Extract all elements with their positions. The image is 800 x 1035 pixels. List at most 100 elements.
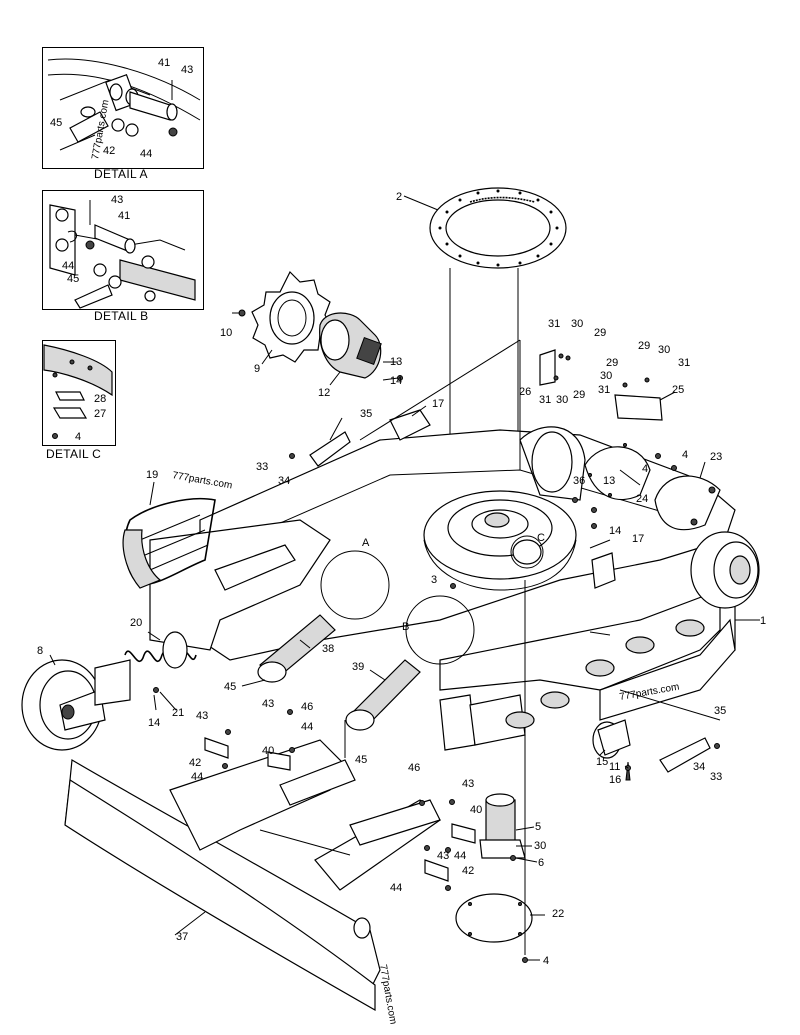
track-rollers — [505, 619, 705, 729]
callout-44b: 44 — [191, 771, 203, 783]
callout-14a: 14 — [390, 375, 402, 387]
callout-24: 24 — [636, 493, 648, 505]
callout-6: 6 — [538, 857, 544, 869]
callout-33a: 33 — [256, 461, 268, 473]
recoil-spring — [94, 631, 197, 706]
callout-a: A — [362, 537, 370, 549]
callout-labels: 2 10 9 12 13 14 35 17 33 34 19 31 30 29 … — [37, 57, 766, 967]
carrier-roller — [592, 719, 631, 781]
callout-29c: 29 — [606, 357, 618, 369]
callout-25: 25 — [672, 384, 684, 396]
callout-17b: 17 — [632, 533, 644, 545]
callout-12: 12 — [318, 387, 330, 399]
callout-42a: 42 — [189, 757, 201, 769]
callout-31c: 31 — [598, 384, 610, 396]
callout-33b: 33 — [710, 771, 722, 783]
detail-c-drawing — [43, 344, 113, 439]
detail-c-label-28: 28 — [94, 393, 106, 405]
callout-8: 8 — [37, 645, 43, 657]
callout-2: 2 — [396, 191, 402, 203]
center-hub — [423, 490, 577, 591]
callout-14c: 14 — [148, 717, 160, 729]
callout-13b: 13 — [603, 475, 615, 487]
callout-15: 15 — [596, 756, 608, 768]
callout-43c: 43 — [462, 778, 474, 790]
callout-10: 10 — [220, 327, 232, 339]
dozer-cylinder-38 — [257, 614, 336, 683]
watermark-2: 777parts.com — [171, 470, 233, 491]
callout-3: 3 — [431, 574, 437, 586]
rubber-track — [122, 497, 216, 589]
callout-44d: 44 — [390, 882, 402, 894]
callout-46a: 46 — [301, 701, 313, 713]
callout-29b: 29 — [573, 389, 585, 401]
front-idler — [21, 659, 106, 751]
detail-a-label-45: 45 — [50, 117, 62, 129]
callout-35b: 35 — [714, 705, 726, 717]
sprocket — [251, 270, 333, 363]
detail-b-caption: DETAIL B — [94, 309, 149, 323]
callout-11: 11 — [609, 761, 620, 773]
callout-23: 23 — [710, 451, 722, 463]
callout-30b: 30 — [556, 394, 568, 406]
callout-39: 39 — [352, 661, 364, 673]
detail-a-drawing — [47, 58, 201, 151]
callout-30a: 30 — [571, 318, 583, 330]
callout-17a: 17 — [432, 398, 444, 410]
callout-9: 9 — [254, 363, 260, 375]
dozer-cylinder-39 — [345, 659, 421, 731]
callout-14b: 14 — [609, 525, 621, 537]
callout-c: C — [537, 532, 545, 544]
detail-c-label-4: 4 — [75, 431, 81, 443]
detail-c-label-27: 27 — [94, 408, 106, 420]
callout-34b: 34 — [693, 761, 705, 773]
detail-b-label-45: 45 — [67, 273, 79, 285]
callout-19: 19 — [146, 469, 158, 481]
dozer-blade — [64, 739, 441, 1012]
swivel-joint — [479, 793, 526, 859]
callout-43d: 43 — [437, 850, 449, 862]
callout-22: 22 — [552, 908, 564, 920]
callout-45a: 45 — [224, 681, 236, 693]
callout-34a: 34 — [278, 475, 290, 487]
detail-a-caption: DETAIL A — [94, 167, 148, 181]
callout-35a: 35 — [360, 408, 372, 420]
callout-20: 20 — [130, 617, 142, 629]
pins — [204, 737, 476, 882]
detail-b-label-41: 41 — [118, 210, 130, 222]
under-cover — [455, 580, 533, 963]
detail-b-label-43: 43 — [111, 194, 123, 206]
callout-29d: 29 — [638, 340, 650, 352]
callout-30c: 30 — [600, 370, 612, 382]
callout-31a: 31 — [548, 318, 560, 330]
callout-40a: 40 — [262, 745, 274, 757]
callout-13a: 13 — [390, 356, 402, 368]
detail-c-caption: DETAIL C — [46, 447, 102, 461]
detail-a-label-43: 43 — [181, 64, 193, 76]
callout-43a: 43 — [196, 710, 208, 722]
detail-a-label-41: 41 — [158, 57, 170, 69]
callout-30e: 30 — [534, 840, 546, 852]
detail-b-drawing — [49, 200, 196, 309]
callout-44c: 44 — [454, 850, 466, 862]
leader-lines — [49, 195, 760, 961]
callout-4a: 4 — [642, 463, 648, 475]
callout-38: 38 — [322, 643, 334, 655]
watermark-4: 777parts.com — [377, 964, 398, 1026]
drive-housing — [519, 426, 760, 609]
callout-31b: 31 — [539, 394, 551, 406]
callout-30d: 30 — [658, 344, 670, 356]
callout-5: 5 — [535, 821, 541, 833]
travel-motor — [238, 309, 382, 379]
callout-46b: 46 — [408, 762, 420, 774]
callout-36: 36 — [573, 475, 585, 487]
callout-43b: 43 — [262, 698, 274, 710]
track-guards — [309, 409, 711, 773]
detail-b-label-44: 44 — [62, 260, 74, 272]
callout-42b: 42 — [462, 865, 474, 877]
detail-a-label-44: 44 — [140, 148, 152, 160]
callout-4c: 4 — [543, 955, 549, 967]
callout-29a: 29 — [594, 327, 606, 339]
